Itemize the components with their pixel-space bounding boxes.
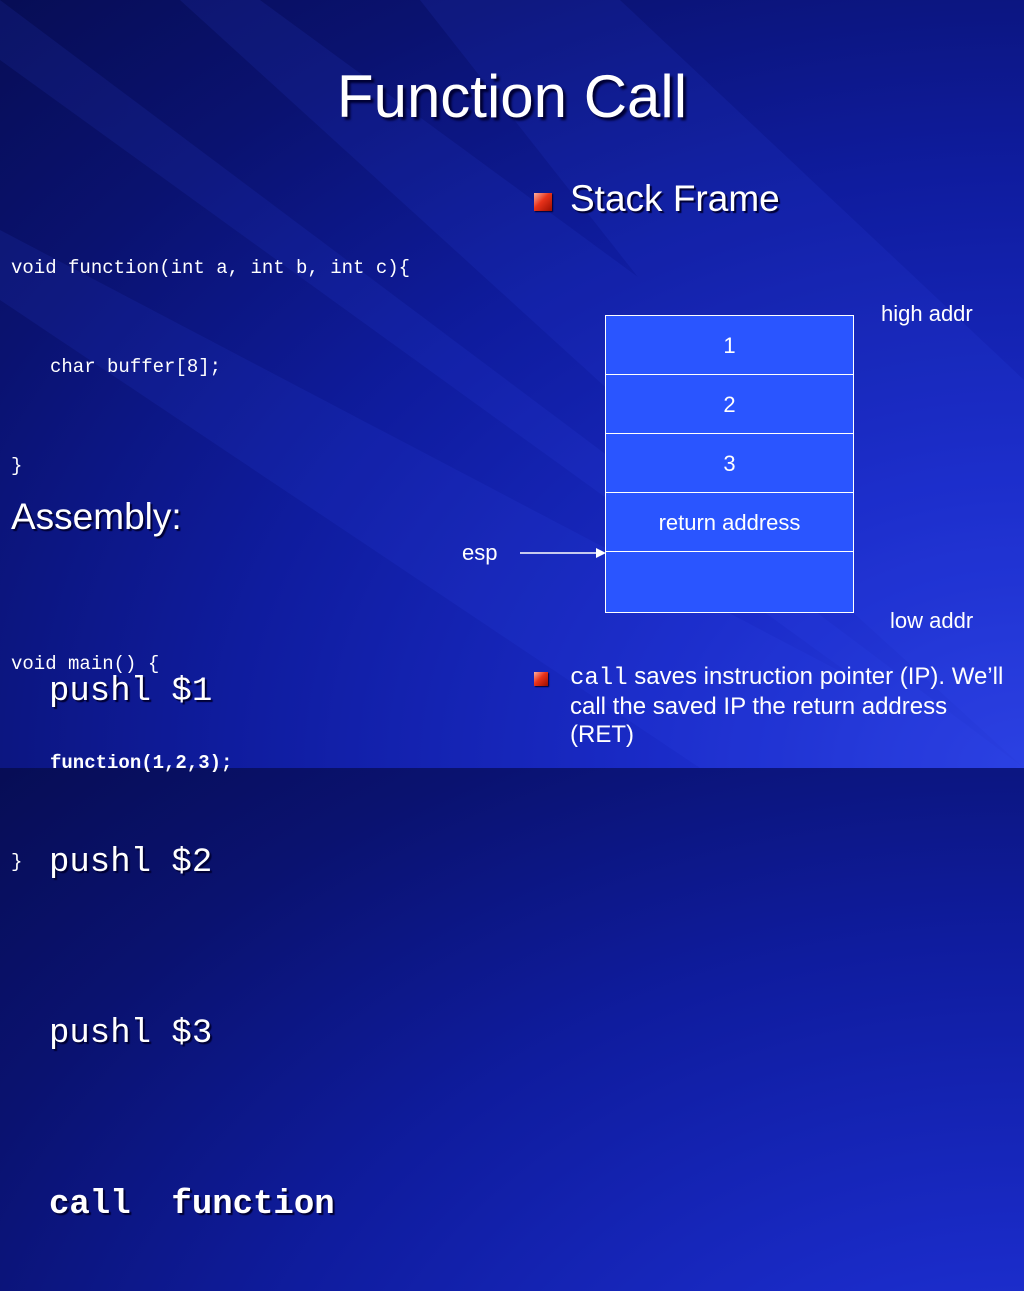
code-line: char buffer[8]; [50,356,222,378]
stack-cell: 3 [606,434,853,493]
assembly-line: pushl $1 [49,673,213,711]
stack-frame-heading: Stack Frame [570,178,780,219]
square-bullet-icon [534,672,548,686]
stack-cell-empty [606,552,853,612]
high-addr-label: high addr [881,301,973,326]
esp-arrow-icon [520,548,606,558]
stack-cell: 1 [606,316,853,375]
assembly-line: pushl $2 [49,844,213,882]
call-note-text: saves instruction pointer (IP). We’ll ca… [570,663,1004,748]
code-line: void main() { [11,653,160,675]
assembly-block: pushl $1 pushl $2 pushl $3 call function [49,550,335,1291]
stack-cell: 2 [606,375,853,434]
assembly-line-call: call function [49,1186,335,1224]
code-line: } [11,455,23,477]
code-line: void function(int a, int b, int c){ [11,257,411,279]
call-code-word: call [570,665,628,692]
low-addr-label: low addr [890,608,974,633]
assembly-line: pushl $3 [49,1015,213,1053]
stack-frame-diagram: 1 2 3 return address [605,315,854,613]
square-bullet-icon [534,193,552,211]
slide-title: Function Call [336,63,688,130]
stack-cell-return-address: return address [606,493,853,552]
call-note: call saves instruction pointer (IP). We’… [570,663,1015,749]
assembly-label: Assembly: [11,496,182,537]
esp-label: esp [462,540,498,565]
